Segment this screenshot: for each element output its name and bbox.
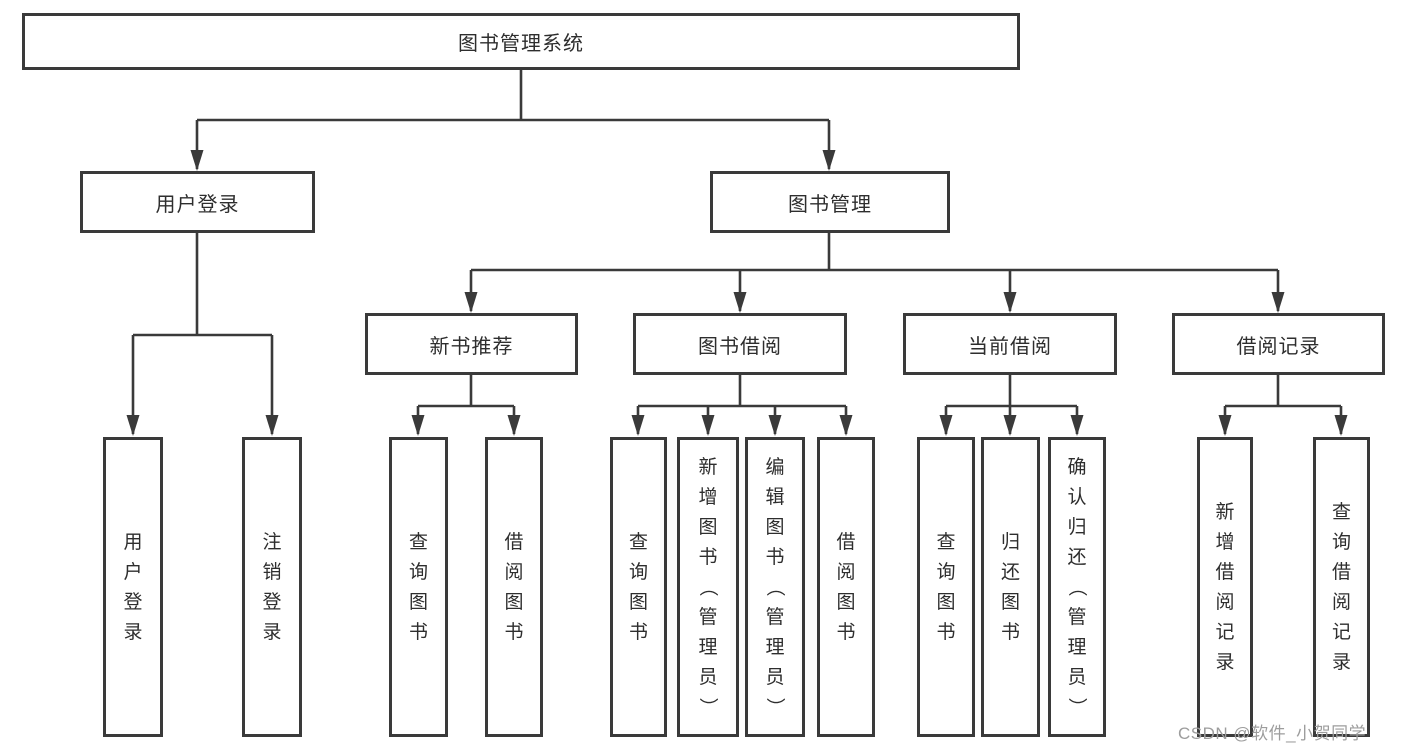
leaf-add-books-admin: 新增图书（管理员） <box>677 437 739 737</box>
node-new-book-recommend: 新书推荐 <box>365 313 578 375</box>
node-system-root: 图书管理系统 <box>22 13 1020 70</box>
node-book-borrow: 图书借阅 <box>633 313 847 375</box>
leaf-query-books-borrow: 查询图书 <box>610 437 667 737</box>
csdn-watermark: CSDN @软件_小贺同学 <box>1178 724 1367 743</box>
leaf-borrow-books-recommend: 借阅图书 <box>485 437 543 737</box>
leaf-confirm-return-admin: 确认归还（管理员） <box>1048 437 1106 737</box>
node-user-login: 用户登录 <box>80 171 315 233</box>
leaf-query-books-current: 查询图书 <box>917 437 975 737</box>
leaf-add-borrow-record: 新增借阅记录 <box>1197 437 1253 737</box>
leaf-edit-books-admin: 编辑图书（管理员） <box>745 437 805 737</box>
leaf-return-books: 归还图书 <box>981 437 1040 737</box>
leaf-logout: 注销登录 <box>242 437 302 737</box>
leaf-query-borrow-record: 查询借阅记录 <box>1313 437 1370 737</box>
leaf-query-books-recommend: 查询图书 <box>389 437 448 737</box>
leaf-user-login: 用户登录 <box>103 437 163 737</box>
leaf-borrow-books: 借阅图书 <box>817 437 875 737</box>
node-book-management: 图书管理 <box>710 171 950 233</box>
node-current-borrow: 当前借阅 <box>903 313 1117 375</box>
node-borrow-records: 借阅记录 <box>1172 313 1385 375</box>
